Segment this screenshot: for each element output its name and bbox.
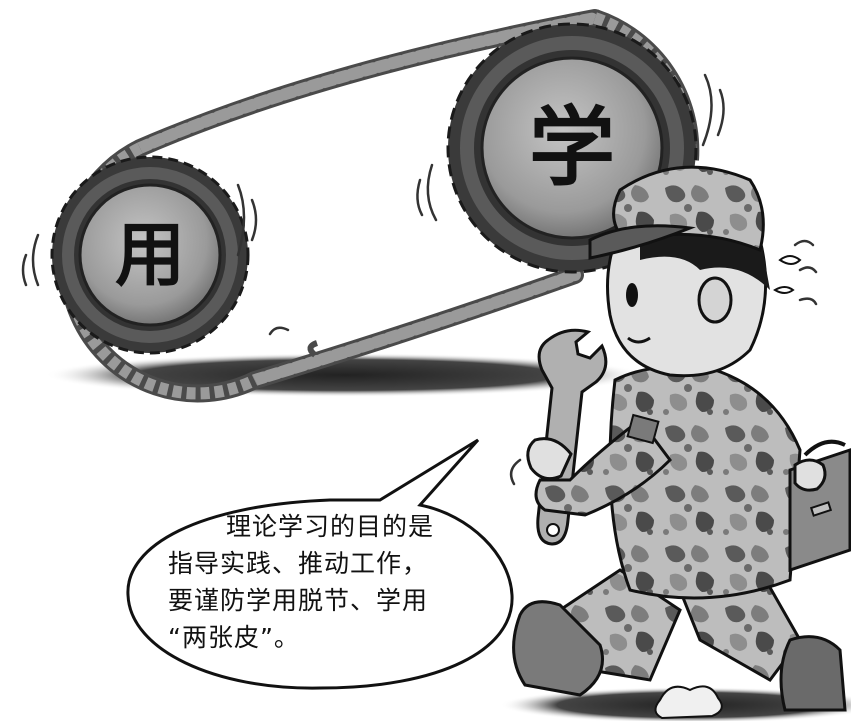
flag-patch-icon <box>626 413 660 445</box>
boot-right <box>779 635 847 712</box>
gear-large-label: 学 <box>529 98 615 198</box>
dust-puff <box>654 685 723 720</box>
speech-line-4: “两张皮”。 <box>168 623 300 652</box>
soldier <box>512 165 851 712</box>
speech-line-2: 指导实践、推动工作， <box>168 549 429 578</box>
speech-bubble <box>126 438 514 690</box>
speech-line-3: 要谨防学用脱节、学用 <box>168 586 429 615</box>
speech-line-1: 理论学习的目的是 <box>226 512 435 541</box>
gear-large: 学 <box>446 22 698 274</box>
boot-left <box>512 600 604 697</box>
gear-small-label: 用 <box>115 214 185 296</box>
soldier-eye <box>626 283 638 307</box>
gear-small: 用 <box>50 155 250 355</box>
speech-bubble-text: 理论学习的目的是 指导实践、推动工作， 要谨防学用脱节、学用 “两张皮”。 <box>168 508 498 656</box>
